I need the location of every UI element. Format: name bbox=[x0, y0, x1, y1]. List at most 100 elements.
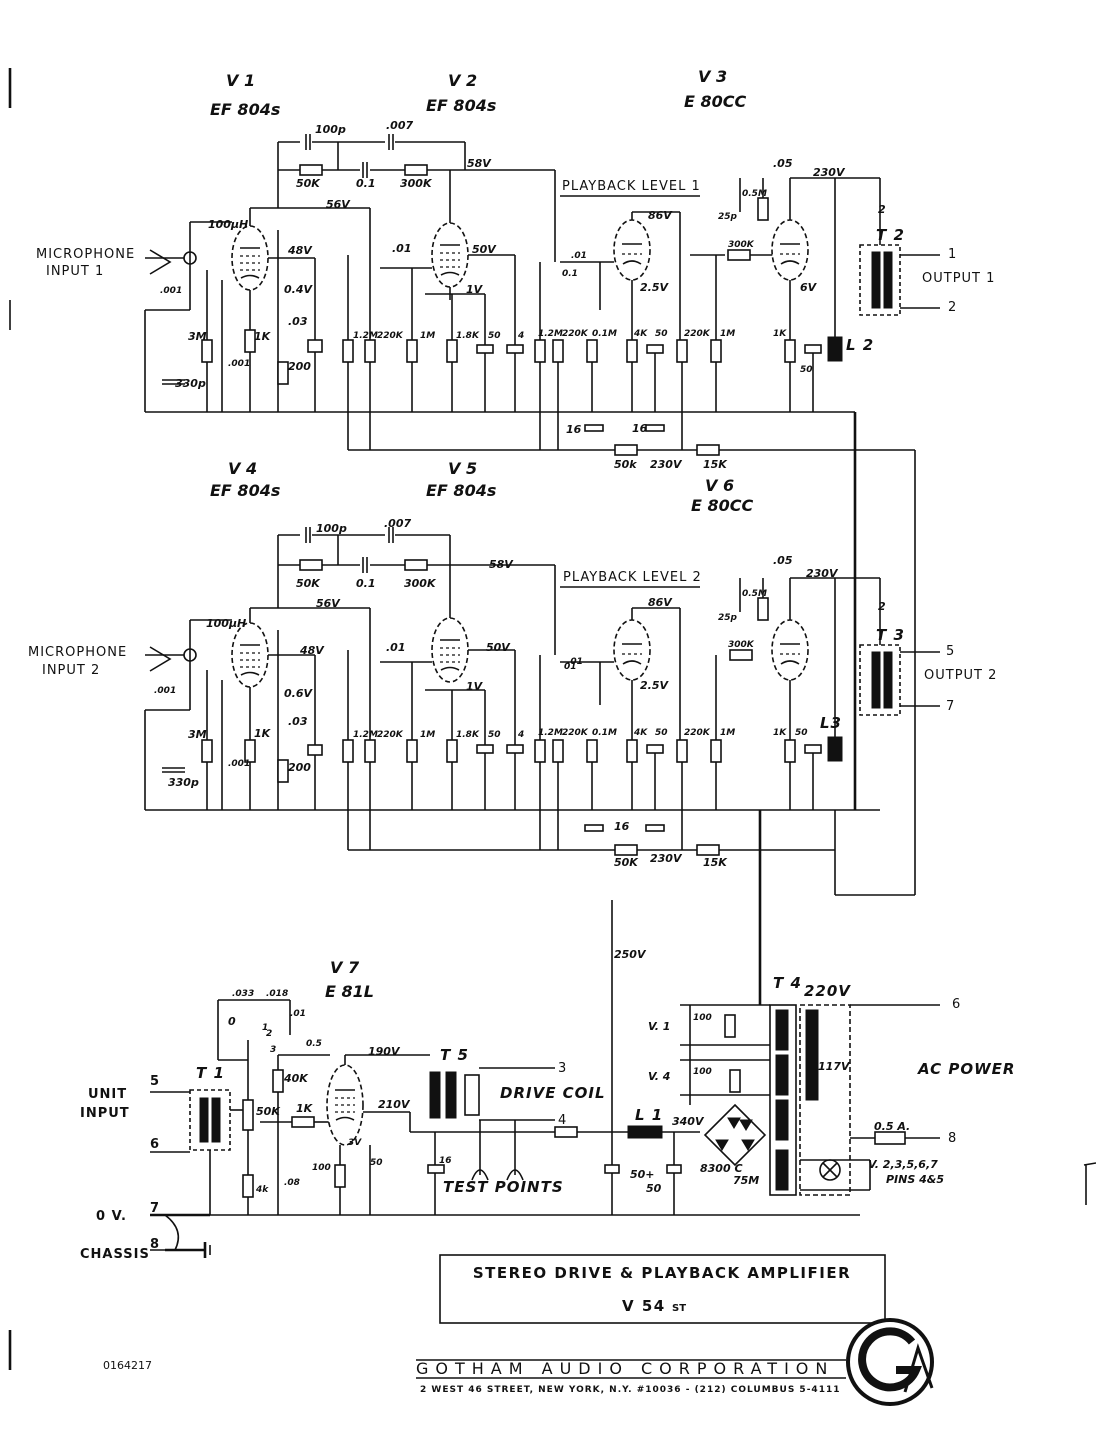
value: 1K bbox=[773, 728, 787, 738]
mic1-line1: MICROPHONE bbox=[36, 247, 135, 262]
value: 230V bbox=[813, 166, 846, 179]
value: 16 bbox=[632, 422, 648, 435]
value: 50 bbox=[795, 728, 808, 738]
unit-pin-6: 6 bbox=[150, 1137, 160, 1152]
playback-level-2: PLAYBACK LEVEL 2 bbox=[563, 570, 702, 585]
ac-power-label: AC POWER bbox=[917, 1060, 1015, 1078]
value: 01 bbox=[564, 662, 577, 672]
v1-tap-label: V. 1 bbox=[648, 1020, 670, 1033]
v2-type: EF 804s bbox=[426, 96, 496, 115]
value: 220K bbox=[377, 730, 404, 740]
value: 86V bbox=[648, 209, 673, 222]
value: .007 bbox=[386, 119, 413, 132]
value: 50K bbox=[614, 856, 639, 869]
value: 100p bbox=[316, 522, 347, 535]
l2-label: L 2 bbox=[846, 336, 874, 354]
value: 190V bbox=[368, 1045, 401, 1058]
value: 220K bbox=[562, 728, 589, 738]
pin-5: 5 bbox=[946, 644, 955, 659]
value: 0.6V bbox=[284, 687, 313, 700]
doc-number: 0164217 bbox=[103, 1359, 152, 1372]
value: 15K bbox=[703, 856, 728, 869]
test-points-label: TEST POINTS bbox=[443, 1178, 564, 1196]
value: 100 bbox=[312, 1163, 331, 1173]
value: .03 bbox=[288, 315, 308, 328]
value: 3M bbox=[188, 330, 207, 343]
pin-1: 1 bbox=[948, 247, 957, 262]
value: 1M bbox=[420, 730, 435, 740]
pin-8: 8 bbox=[948, 1131, 957, 1146]
t3-label: T 3 bbox=[876, 626, 905, 644]
v1-id: V 1 bbox=[226, 71, 255, 90]
value: .01 bbox=[386, 641, 406, 654]
value: 100μH bbox=[206, 617, 246, 630]
value: .01 bbox=[290, 1009, 306, 1019]
value: 220K bbox=[562, 329, 589, 339]
value: .01 bbox=[571, 251, 587, 261]
value: .001 bbox=[228, 759, 250, 769]
value: 50 bbox=[655, 329, 668, 339]
component-values-drive: .033 .018 .01 0 1 2 3 40K 50K 1K 4k .08 … bbox=[228, 948, 910, 1195]
value: 2.5V bbox=[640, 679, 669, 692]
value: 50K bbox=[296, 577, 321, 590]
value: 50 bbox=[646, 1182, 662, 1195]
value: 4 bbox=[517, 730, 524, 740]
margin-marks bbox=[8, 68, 1096, 1370]
value: 2 bbox=[878, 203, 886, 216]
value: 1.2M bbox=[538, 329, 563, 339]
gotham-logo bbox=[846, 1318, 934, 1406]
value: 230V bbox=[650, 458, 683, 471]
value: 1K bbox=[773, 329, 787, 339]
value: 4 bbox=[517, 331, 524, 341]
value: 0.1 bbox=[356, 577, 376, 590]
corp-address: 2 WEST 46 STREET, NEW YORK, N.Y. #10036 … bbox=[420, 1385, 840, 1395]
value: 16 bbox=[566, 423, 582, 436]
value: 50V bbox=[472, 243, 497, 256]
value: 4K bbox=[633, 329, 648, 339]
output-2: OUTPUT 2 bbox=[924, 668, 997, 683]
value: 3 bbox=[270, 1045, 276, 1055]
tube-labels: V 1 EF 804s V 2 EF 804s V 3 E 80CC V 4 E… bbox=[210, 67, 754, 1001]
value: 220K bbox=[684, 329, 711, 339]
unit-line2: INPUT bbox=[80, 1106, 130, 1121]
value: 58V bbox=[489, 558, 514, 571]
value: 50 bbox=[800, 365, 813, 375]
v3-type: E 80CC bbox=[684, 92, 747, 111]
value: 340V bbox=[672, 1115, 705, 1128]
value: .001 bbox=[228, 359, 250, 369]
value: 1.2M bbox=[538, 728, 563, 738]
value: 1 bbox=[262, 1023, 268, 1033]
v6-id: V 6 bbox=[705, 476, 734, 495]
value: 330p bbox=[168, 776, 199, 789]
l1-label: L 1 bbox=[635, 1106, 663, 1124]
t1-label: T 1 bbox=[196, 1064, 225, 1082]
value: 0.1 bbox=[562, 269, 578, 279]
value: 100p bbox=[315, 123, 346, 136]
pin-4: 4 bbox=[558, 1113, 567, 1128]
heater-note-2: PINS 4&5 bbox=[886, 1173, 944, 1186]
value: 300K bbox=[404, 577, 437, 590]
drive-coil-label: DRIVE COIL bbox=[500, 1084, 606, 1102]
value: 220V bbox=[804, 982, 851, 1000]
v6-type: E 80CC bbox=[691, 496, 754, 515]
value: 1.8K bbox=[456, 730, 480, 740]
value: 40K bbox=[283, 1072, 309, 1085]
output-1: OUTPUT 1 bbox=[922, 271, 995, 286]
value: 0.5 bbox=[306, 1039, 322, 1049]
value: .001 bbox=[154, 686, 176, 696]
mic2-line2: INPUT 2 bbox=[42, 663, 100, 678]
unit-pin-5: 5 bbox=[150, 1074, 160, 1089]
value: 56V bbox=[316, 597, 341, 610]
value: 200 bbox=[288, 761, 311, 774]
v7-type: E 81L bbox=[325, 982, 374, 1001]
value: 58V bbox=[467, 157, 492, 170]
corporate-footer: GOTHAM AUDIO CORPORATION 2 WEST 46 STREE… bbox=[103, 1318, 934, 1406]
channel-1-circuit bbox=[144, 134, 940, 895]
value: 50V bbox=[486, 641, 511, 654]
v5-id: V 5 bbox=[448, 459, 477, 478]
title-block: STEREO DRIVE & PLAYBACK AMPLIFIER V 54 S… bbox=[439, 1254, 886, 1324]
value: 48V bbox=[287, 244, 313, 257]
value: 1M bbox=[720, 728, 735, 738]
chassis-pin: 8 bbox=[150, 1237, 160, 1252]
value: 210V bbox=[378, 1098, 411, 1111]
